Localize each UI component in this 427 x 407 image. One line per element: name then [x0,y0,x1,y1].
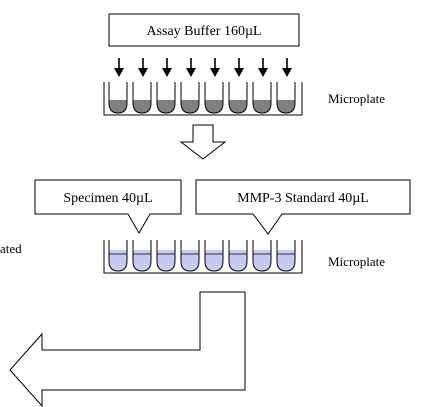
specimen-label: Specimen 40µL [63,191,152,206]
microplate-well [132,82,152,114]
microplate-well [180,82,200,114]
microplate-step1 [103,82,303,116]
return-flow-arrow [9,291,246,407]
microplate-label-step2: Microplate [328,254,385,269]
microplate-well [228,240,248,272]
microplate-well [252,82,272,114]
dispense-arrow [210,58,220,77]
microplate-well [156,82,176,114]
assay-buffer-callout: Assay Buffer 160µL [108,13,300,47]
standard-label: MMP-3 Standard 40µL [237,191,369,206]
microplate-well [108,82,128,114]
dispense-arrow [138,58,148,77]
microplate-well [204,240,224,272]
microplate-well [180,240,200,272]
standard-callout: MMP-3 Standard 40µL [195,179,411,235]
microplate-well [276,240,296,272]
dispense-arrow [162,58,172,77]
microplate-well [132,240,152,272]
assay-buffer-label: Assay Buffer 160µL [146,24,261,39]
assay-buffer-box [108,13,300,47]
microplate-well [228,82,248,114]
dispense-arrow [234,58,244,77]
microplate-label-step1: Microplate [328,91,385,106]
standard-callout-shape [195,179,411,235]
left-partial-label: ated [0,241,22,256]
microplate-well [276,82,296,114]
down-flow-arrow [179,124,227,160]
specimen-callout-shape [34,179,182,234]
dispense-arrow [114,58,124,77]
dispense-arrow [258,58,268,77]
microplate-well [156,240,176,272]
microplate-well [252,240,272,272]
microplate-well [108,240,128,272]
microplate-well [204,82,224,114]
microplate-step2 [103,240,303,274]
dispense-arrow [186,58,196,77]
dispense-arrows [114,58,292,77]
dispense-arrow [282,58,292,77]
specimen-callout: Specimen 40µL [34,179,182,234]
